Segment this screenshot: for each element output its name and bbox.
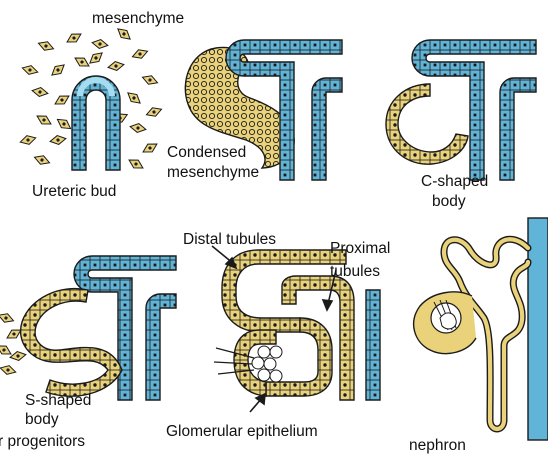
mesenchyme-cell: [129, 122, 146, 134]
progenitor-cell: [0, 342, 13, 358]
c-shaped-body-tube: [386, 84, 468, 164]
duct-c-panel-right: [500, 78, 536, 180]
mesenchyme-cell: [21, 64, 39, 77]
panel-nephron: nephron: [409, 218, 548, 454]
mesenchyme-cell: [35, 112, 53, 128]
label-s-shaped-1: S-shaped: [25, 392, 91, 409]
label-progenitors: r progenitors: [0, 433, 85, 450]
panel-s-shaped-body: S-shaped body r progenitors: [0, 256, 176, 450]
label-condensed-1: Condensed: [167, 144, 246, 161]
collecting-duct: [528, 218, 548, 440]
mesenchyme-cell: [115, 25, 133, 42]
label-condensed-2: mesenchyme: [167, 164, 259, 181]
mesenchyme-cell: [37, 39, 55, 53]
mesenchyme-cell: [127, 156, 145, 172]
panel-ureteric-bud: mesenchyme Ureteric bud: [19, 10, 184, 200]
mesenchyme-cell: [107, 60, 124, 72]
label-c-shaped-2: body: [432, 193, 466, 210]
mesenchyme-cell: [55, 116, 73, 133]
mesenchyme-cell: [141, 73, 159, 87]
label-proximal-1: Proximal: [330, 240, 390, 257]
s-shaped-body-tube: [21, 289, 122, 397]
label-proximal-2: tubules: [330, 263, 380, 280]
mesenchyme-cell: [91, 38, 108, 50]
progenitor-cell: [0, 311, 15, 325]
duct-s-panel-right: [146, 294, 176, 400]
mesenchyme-cell: [31, 86, 48, 98]
label-nephron: nephron: [409, 437, 466, 454]
loose-mesenchyme-cells: [19, 25, 163, 171]
mesenchyme-cell: [53, 92, 71, 108]
mesenchyme-cell: [125, 89, 143, 106]
glomerular-capillary-tuft: [252, 346, 282, 382]
progenitor-cell: [0, 364, 17, 377]
mesenchyme-cell: [65, 30, 83, 46]
label-mesenchyme: mesenchyme: [92, 10, 184, 27]
mesenchyme-cell: [87, 49, 105, 66]
panel-tubule-segments: Distal tubules Proximal tubules Glomerul…: [166, 231, 390, 440]
panel-c-shaped-body: C-shaped body: [386, 40, 536, 210]
panel-condensed-mesenchyme: Condensed mesenchyme: [167, 40, 342, 181]
label-distal-tubules: Distal tubules: [183, 231, 276, 248]
mesenchyme-cell: [33, 153, 51, 167]
label-s-shaped-2: body: [25, 411, 59, 428]
mesenchyme-cell: [49, 134, 66, 146]
duct-panel5: [366, 290, 380, 400]
label-ureteric-bud: Ureteric bud: [32, 183, 116, 200]
mesenchyme-cell: [19, 134, 37, 147]
mesenchyme-cell: [145, 105, 163, 119]
mesenchyme-cell: [131, 47, 149, 61]
label-glomerular-epithelium: Glomerular epithelium: [166, 423, 318, 440]
duct-right-limb: [312, 78, 342, 180]
label-c-shaped-1: C-shaped: [421, 173, 488, 190]
mesenchyme-cell: [73, 54, 91, 70]
mesenchyme-cell: [141, 140, 159, 156]
mesenchyme-cell: [49, 61, 67, 78]
progenitor-cell: [9, 350, 26, 362]
